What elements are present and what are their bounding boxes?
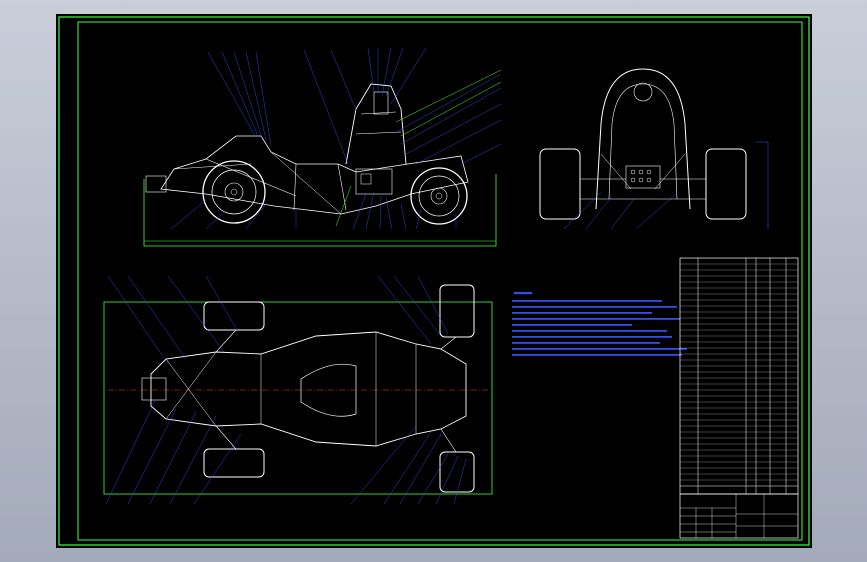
side-view — [143, 47, 502, 247]
top-view — [103, 275, 493, 505]
notes-block — [512, 292, 687, 356]
outer-border — [58, 16, 810, 546]
inner-border — [77, 21, 803, 541]
parts-list — [679, 257, 799, 539]
cad-drawing-sheet — [56, 14, 812, 548]
rear-view — [539, 68, 769, 230]
drawing-canvas — [58, 16, 810, 546]
